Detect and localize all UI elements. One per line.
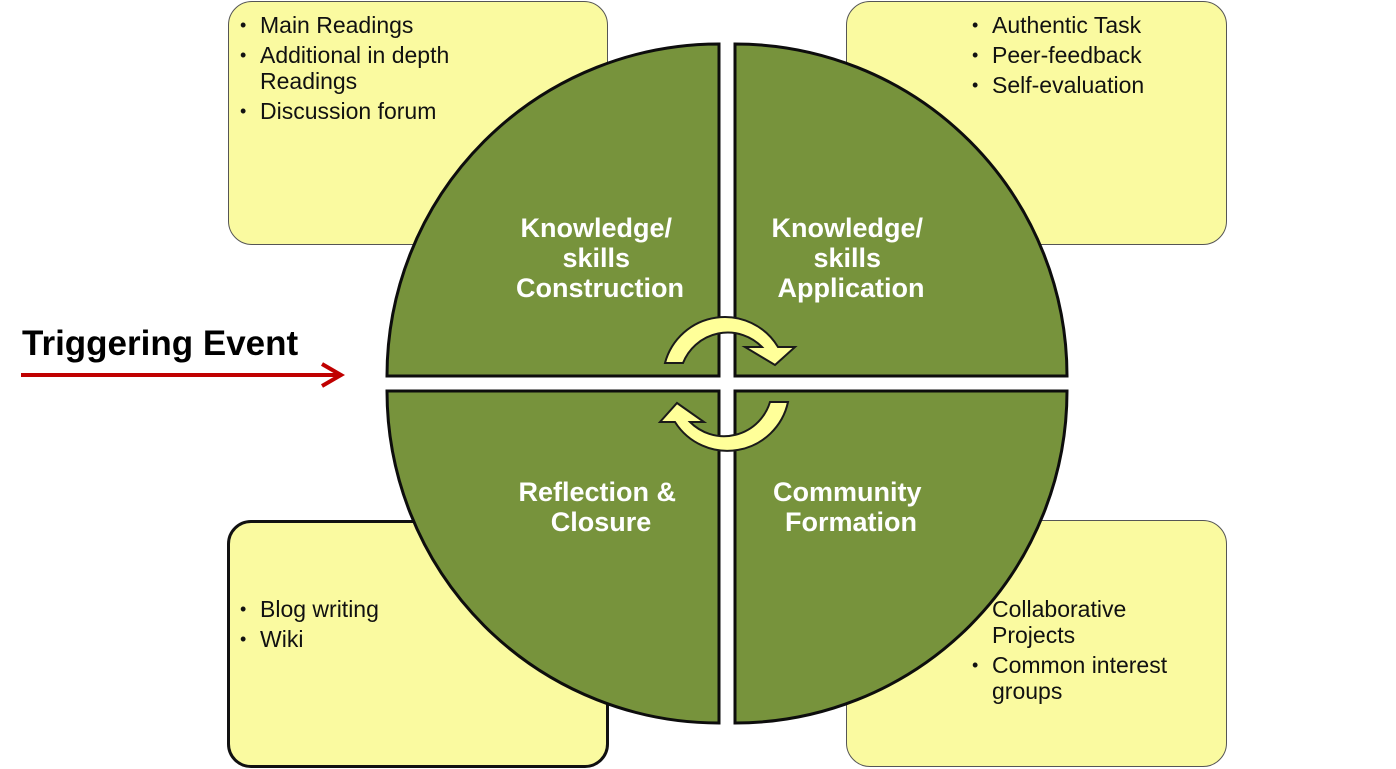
triggering-event-arrow-icon xyxy=(21,362,345,388)
quadrant-label-reflection: Reflection & Closure xyxy=(518,477,683,537)
activity-list-reflection: Blog writing Wiki xyxy=(240,596,540,656)
cycle-arrow-top-icon xyxy=(663,316,798,367)
cycle-arrow-bottom-icon xyxy=(657,401,790,452)
triggering-event-label: Triggering Event xyxy=(22,324,299,363)
activity-item: Wiki xyxy=(240,626,540,652)
activity-item: Blog writing xyxy=(240,596,540,622)
activity-item: Self-evaluation xyxy=(972,72,1212,98)
activity-item: Authentic Task xyxy=(972,12,1212,38)
activity-item: Discussion forum xyxy=(240,98,540,124)
quadrant-label-construction: Knowledge/ skills Construction xyxy=(516,213,684,303)
quadrant-community xyxy=(733,389,1069,725)
quadrant-application xyxy=(733,42,1069,378)
activity-item: Additional in depth Readings xyxy=(240,42,540,94)
activity-item: Main Readings xyxy=(240,12,540,38)
quadrant-label-community: Community Formation xyxy=(773,477,929,537)
activity-list-construction: Main Readings Additional in depth Readin… xyxy=(240,12,540,128)
activity-list-community: Collaborative Projects Common interest g… xyxy=(972,596,1212,708)
quadrant-reflection xyxy=(385,389,721,725)
quadrant-label-application: Knowledge/ skills Application xyxy=(771,213,930,303)
activity-item: Peer-feedback xyxy=(972,42,1212,68)
activity-list-application: Authentic Task Peer-feedback Self-evalua… xyxy=(972,12,1212,102)
activity-item: Collaborative Projects xyxy=(992,596,1127,648)
activity-item: Common interest groups xyxy=(972,652,1212,704)
quadrant-construction xyxy=(385,42,721,378)
